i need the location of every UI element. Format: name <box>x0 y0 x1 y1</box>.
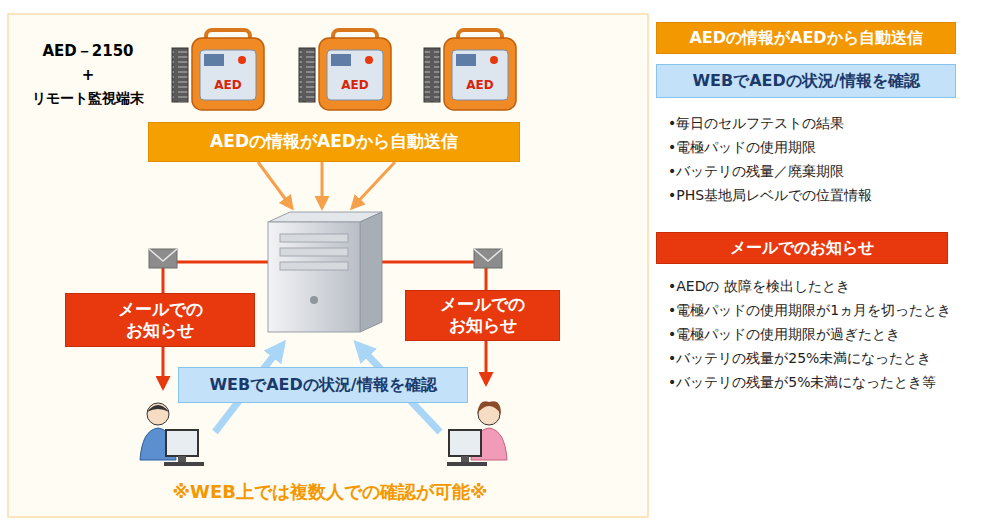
bullet-item: •バッテリの残量／廃棄期限 <box>668 163 844 180</box>
left-panel <box>8 14 648 517</box>
remote-terminal <box>299 48 315 102</box>
aed-button <box>490 56 498 64</box>
bullet-item: •PHS基地局レベルでの位置情報 <box>668 187 872 204</box>
user-figure <box>449 430 481 456</box>
mail-notice-box: メールでの お知らせ <box>65 293 255 347</box>
envelope-icon <box>474 249 502 268</box>
bullet-item: •バッテリの残量が5%未満になったとき等 <box>668 374 936 391</box>
send-arrow <box>352 162 395 208</box>
aed-button <box>365 56 373 64</box>
device-marking: AED <box>466 78 493 92</box>
node-text: AEDの情報がAEDから自動送信 <box>689 28 922 48</box>
bullet-item: •バッテリの残量が25%未満になったとき <box>668 350 931 367</box>
node-text: メールでのお知らせ <box>730 238 874 258</box>
mail-notice-box: メールでのお知らせ <box>656 232 948 264</box>
user-figure <box>477 401 501 414</box>
aed-panel <box>200 50 256 100</box>
node-text: メールでの お知らせ <box>109 299 211 342</box>
aed-device <box>299 30 391 110</box>
server-tower <box>280 234 348 242</box>
bullet-item: •電極パッドの使用期限が1ヵ月を切ったとき <box>668 302 951 319</box>
user-figure <box>447 401 507 466</box>
aed-screen <box>331 54 351 66</box>
device-label: リモート監視端末 <box>32 90 144 107</box>
envelope-icon <box>149 249 502 268</box>
user-figure <box>166 430 198 456</box>
envelope-icon <box>474 249 502 261</box>
user-figure <box>164 462 204 466</box>
server-tower <box>280 248 348 256</box>
aed-body <box>444 38 516 110</box>
aed-panel <box>327 50 383 100</box>
node-text: WEBでAEDの状況/情報を確認 <box>209 375 436 395</box>
remote-terminal <box>172 48 188 102</box>
envelope-icon <box>149 249 177 268</box>
left-panel <box>8 14 648 517</box>
web-check-band: WEBでAEDの状況/情報を確認 <box>656 64 956 98</box>
bullet-item: •電極パッドの使用期限が過ぎたとき <box>668 326 900 343</box>
device-marking: AED <box>214 78 241 92</box>
node-text: WEBでAEDの状況/情報を確認 <box>692 71 919 91</box>
node-text: メールでの お知らせ <box>432 294 534 337</box>
send-arrow <box>258 162 292 208</box>
aed-body <box>319 38 391 110</box>
auto-send-band: AEDの情報がAEDから自動送信 <box>148 122 520 162</box>
note-text: ※WEB上では複数人での確認が可能※ <box>173 481 488 503</box>
aed-screen <box>204 54 224 66</box>
user-figure <box>147 403 169 425</box>
user-figure <box>147 405 169 412</box>
send-arrow <box>258 162 395 208</box>
aed-device <box>172 30 264 110</box>
bullet-item: •AEDの 故障を検出したとき <box>668 278 850 295</box>
server-tower <box>268 222 360 332</box>
bullet-item: •毎日のセルフテストの結果 <box>668 115 844 132</box>
server-tower <box>310 296 318 304</box>
web-check-band: WEBでAEDの状況/情報を確認 <box>178 367 468 403</box>
send-arrow <box>321 162 324 208</box>
node-text: AEDの情報がAEDから自動送信 <box>210 131 458 152</box>
aed-body <box>192 38 264 110</box>
device-label: AED－2150 <box>42 42 133 60</box>
device-label: + <box>82 66 95 84</box>
aed-screen <box>456 54 476 66</box>
aed-device <box>424 30 516 110</box>
aed-button <box>238 56 246 64</box>
auto-send-band: AEDの情報がAEDから自動送信 <box>656 22 956 54</box>
aed-panel <box>452 50 508 100</box>
aed-device <box>172 30 516 110</box>
user-figure <box>447 462 487 466</box>
user-figure <box>461 456 469 462</box>
remote-terminal <box>424 48 440 102</box>
device-marking: AED <box>341 78 368 92</box>
mail-notice-box: メールでの お知らせ <box>405 290 560 341</box>
bullet-item: •電極パッドの使用期限 <box>668 139 816 156</box>
server-tower <box>280 262 348 270</box>
user-figure <box>140 403 204 466</box>
envelope-icon <box>149 249 177 261</box>
server-tower <box>268 212 382 332</box>
user-figure <box>178 456 186 462</box>
server-tower <box>360 212 382 332</box>
